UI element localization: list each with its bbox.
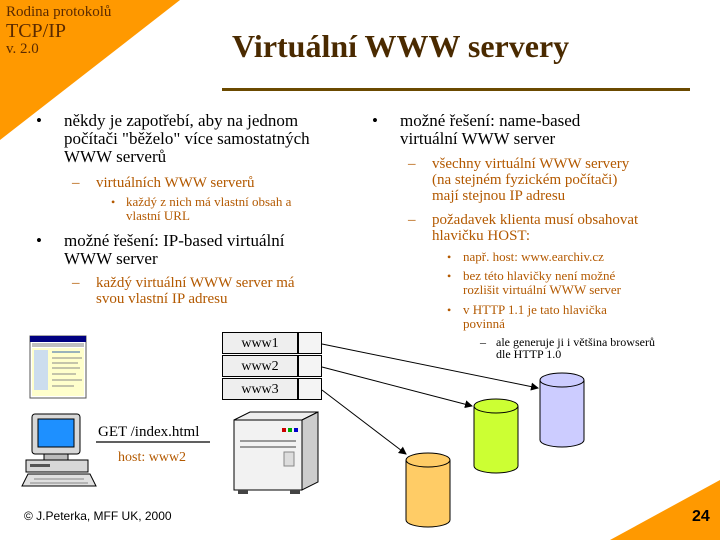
- text-line: někdy je zapotřebí, aby na jednom: [64, 111, 299, 130]
- text-line: možné řešení: IP-based virtuální: [64, 231, 285, 250]
- text-line: rozlišit virtuální WWW server: [463, 282, 621, 297]
- corner-decoration-top-left: [0, 0, 180, 140]
- request-label: GET /index.html: [98, 424, 200, 440]
- text-line: WWW server: [64, 249, 158, 268]
- text-line: v HTTP 1.1 je tato hlavička: [463, 302, 607, 317]
- right-sub-2: požadavek klienta musí obsahovat hlavičk…: [432, 212, 638, 244]
- text-line: WWW serverů: [64, 147, 167, 166]
- text-line: svou vlastní IP adresu: [96, 291, 228, 307]
- page-number: 24: [692, 508, 710, 525]
- bullet-dot: •: [372, 111, 378, 130]
- text-line: dle HTTP 1.0: [496, 347, 562, 361]
- text-line: každý z nich má vlastní obsah a: [126, 194, 292, 209]
- bullet-dot: •: [36, 231, 42, 250]
- series-name: Rodina protokolů: [6, 4, 112, 20]
- arrow-www3: [321, 389, 407, 455]
- series-version: v. 2.0: [6, 41, 39, 57]
- slide-title: Virtuální WWW servery: [232, 28, 570, 64]
- dash-marker: –: [72, 175, 80, 191]
- copyright-footer: © J.Peterka, MFF UK, 2000: [24, 509, 172, 523]
- corner-decoration-bottom-right: [610, 480, 720, 540]
- dash-marker: –: [408, 212, 416, 228]
- right-subsubsub: ale generuje ji i většina browserů dle H…: [496, 336, 655, 360]
- title-underline: [222, 88, 690, 91]
- text-line: povinná: [463, 316, 505, 331]
- right-sub-1: všechny virtuální WWW servery (na stejné…: [432, 156, 629, 204]
- client-computer-icon: [21, 413, 97, 487]
- text-line: počítači "běželo" více samostatných: [64, 129, 310, 148]
- text-line: bez této hlavičky není možné: [463, 268, 616, 283]
- vhost-www2: www2: [222, 355, 298, 377]
- left-subsub-1: každý z nich má vlastní obsah a vlastní …: [126, 195, 291, 223]
- bullet-dot: •: [447, 250, 452, 264]
- text-line: požadavek klienta musí obsahovat: [432, 212, 639, 228]
- text-line: vlastní URL: [126, 208, 190, 223]
- vhost-www3: www3: [222, 378, 298, 400]
- bullet-dot: •: [111, 195, 116, 209]
- dash-marker: –: [408, 156, 416, 172]
- right-subsub-3: v HTTP 1.1 je tato hlavička povinná: [463, 303, 607, 331]
- bullet-dot: •: [447, 269, 452, 283]
- vhost-www3-port: [298, 378, 322, 400]
- text-line: virtuální WWW server: [400, 129, 556, 148]
- text-line: možné řešení: name-based: [400, 111, 581, 130]
- text-line: všechny virtuální WWW servery: [432, 156, 630, 172]
- bullet-dot: •: [447, 303, 452, 317]
- vhost-www1-port: [298, 332, 322, 354]
- text-line: (na stejném fyzickém počítači): [432, 172, 618, 188]
- bullet-dot: •: [36, 111, 42, 130]
- text-line: mají stejnou IP adresu: [432, 188, 566, 204]
- text-line: každý virtuální WWW server má: [96, 275, 295, 291]
- left-sub-1: virtuálních WWW serverů: [96, 175, 255, 191]
- text-line: hlavičku HOST:: [432, 228, 530, 244]
- series-label: Rodina protokolů TCP/IP v. 2.0: [6, 4, 111, 58]
- dash-marker: –: [480, 335, 486, 349]
- browser-window-illustration: [29, 335, 87, 399]
- server-machine-icon: [233, 411, 319, 494]
- database-cylinder-www2: [473, 398, 519, 474]
- series-protocol: TCP/IP: [6, 20, 67, 42]
- database-cylinder-www3: [405, 452, 451, 528]
- right-subsub-2: bez této hlavičky není možné rozlišit vi…: [463, 269, 621, 297]
- left-bullet-2: možné řešení: IP-based virtuální WWW ser…: [64, 232, 284, 268]
- text-line: ale generuje ji i většina browserů: [496, 335, 655, 349]
- host-header-label: host: www2: [118, 450, 187, 465]
- left-sub-2: každý virtuální WWW server má svou vlast…: [96, 275, 295, 307]
- database-cylinder-www1: [539, 372, 585, 448]
- vhost-www2-port: [298, 355, 322, 377]
- dash-marker: –: [72, 275, 80, 291]
- vhost-www1: www1: [222, 332, 298, 354]
- arrow-www2: [321, 366, 473, 409]
- right-subsub-1: např. host: www.earchiv.cz: [463, 249, 604, 264]
- arrow-www1: [321, 343, 539, 391]
- right-bullet-1: možné řešení: name-based virtuální WWW s…: [400, 112, 580, 148]
- left-bullet-1: někdy je zapotřebí, aby na jednom počíta…: [64, 112, 310, 166]
